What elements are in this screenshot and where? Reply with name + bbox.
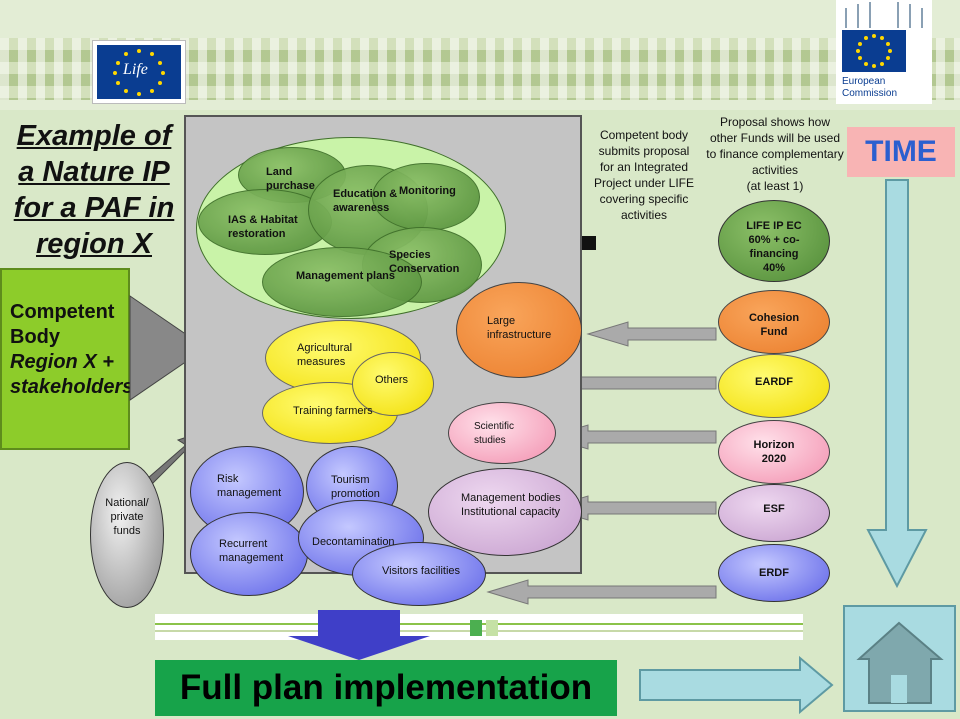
arrow-down-icon <box>866 179 928 589</box>
life-ip-label: LIFE IP EC 60% + co- financing 40% <box>746 220 802 274</box>
ec-text-2: Commission <box>842 88 898 99</box>
eardf-node <box>718 354 830 418</box>
decontamination-label: Decontamination <box>312 536 395 548</box>
time-label: TIME <box>847 127 955 177</box>
competent-line-3: Region X + <box>10 351 114 373</box>
management-bodies-label: Management bodies Institutional capacity <box>461 492 561 518</box>
management-plans-node <box>262 247 422 317</box>
cohesion-label: Cohesion Fund <box>748 312 800 338</box>
monitoring-node <box>372 163 480 231</box>
green-cluster <box>196 137 506 319</box>
esf-node <box>718 484 830 542</box>
agricultural-label: Agricultural measures <box>297 342 353 368</box>
competent-submits-text: Competent body submits proposal for an I… <box>593 128 695 222</box>
monitoring-label: Monitoring <box>399 185 456 197</box>
ec-logo: European Commission <box>836 0 932 104</box>
competent-line-4: stakeholders <box>10 376 134 398</box>
recurrent-node <box>190 512 308 596</box>
eu-flag-stars <box>856 34 892 68</box>
national-private-label: National/ private funds <box>105 497 149 537</box>
arrow-left-icon-horizon <box>546 424 717 450</box>
title-line-4: region X <box>35 228 152 260</box>
full-plan-banner: Full plan implementation <box>155 660 617 716</box>
life-logo-text: Life <box>123 61 148 78</box>
management-plans-label: Management plans <box>296 270 396 282</box>
tourism-label: Tourism promotion <box>331 474 380 500</box>
scientific-label: Scientific studies <box>474 421 515 446</box>
life-logo-icon: Life <box>92 40 186 104</box>
plan-arrow-icon <box>288 610 430 660</box>
horizon-node <box>718 420 830 484</box>
ias-label: IAS & Habitat restoration <box>228 214 298 240</box>
arrow-left-icon-cohesion <box>586 321 717 347</box>
page-title: Example of a Nature IP for a PAF in regi… <box>6 118 182 262</box>
ec-text-1: European <box>842 76 886 87</box>
cohesion-node <box>718 290 830 354</box>
home-arrow-icon <box>639 655 834 715</box>
visitors-label: Visitors facilities <box>382 565 461 577</box>
life-ip-node <box>718 200 830 282</box>
risk-label: Risk management <box>217 473 282 499</box>
land-purchase-label: Land purchase <box>266 166 315 192</box>
large-infrastructure-node <box>456 282 582 378</box>
management-bodies-node <box>428 468 582 556</box>
national-private-node <box>90 462 164 608</box>
home-button[interactable] <box>843 605 956 712</box>
visitors-node <box>352 542 486 606</box>
erdf-label: ERDF <box>759 567 789 579</box>
competent-line-2: Body <box>10 326 60 348</box>
others-label: Others <box>375 374 409 386</box>
erdf-node <box>718 544 830 602</box>
proposal-shows-text: Proposal shows how other Funds will be u… <box>706 115 844 193</box>
scientific-node <box>448 402 556 464</box>
arrow-left-icon-esf <box>546 495 717 521</box>
life-logo-stars <box>113 49 165 96</box>
arrow-left-icon-erdf <box>486 579 717 605</box>
competent-line-1: Competent <box>10 301 115 323</box>
species-label: Species Conservation <box>389 249 460 275</box>
title-line-2: a Nature IP <box>18 156 170 188</box>
others-node <box>352 352 434 416</box>
education-label: Education & awareness <box>333 188 398 214</box>
esf-label: ESF <box>763 503 785 515</box>
arrow-right-icon <box>129 295 207 401</box>
house-icon <box>856 621 944 704</box>
title-line-1: Example of <box>16 120 172 152</box>
ec-building-icon <box>845 2 923 28</box>
competent-body-box: Competent Body Region X + stakeholders <box>0 268 134 450</box>
large-infrastructure-label: Large infrastructure <box>487 315 552 341</box>
training-label: Training farmers <box>293 405 373 417</box>
eardf-label: EARDF <box>755 376 793 388</box>
recurrent-label: Recurrent management <box>219 538 284 564</box>
title-line-3: for a PAF in <box>13 192 175 224</box>
horizon-label: Horizon 2020 <box>753 439 795 465</box>
